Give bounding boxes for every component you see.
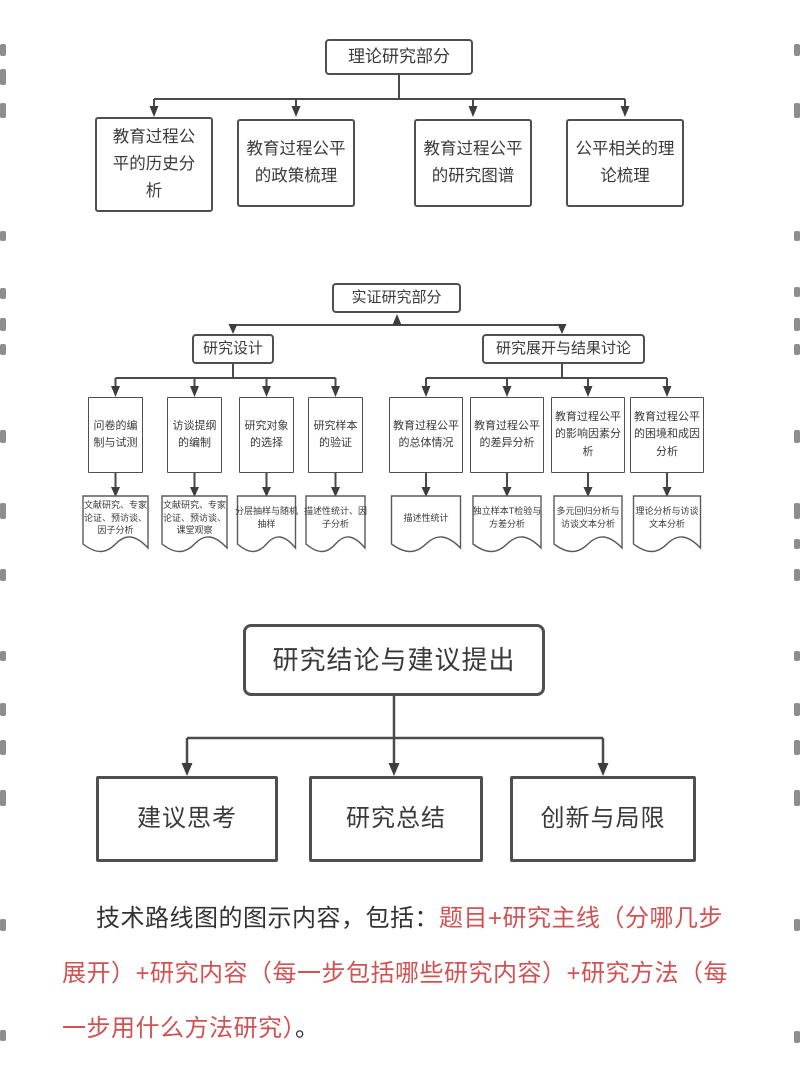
step-sample-validation-node: 研究样本 的验证	[308, 397, 363, 473]
edge-artifact-mark	[794, 1031, 800, 1043]
method-doc-label-1: 文献研究、专家 论证、预访谈、 因子分析	[83, 500, 147, 536]
method-doc-label-2: 文献研究、专家 论证、预访谈、 课堂观察	[162, 500, 226, 536]
edge-artifact-mark	[794, 919, 800, 931]
edge-artifact-mark	[0, 318, 6, 331]
edge-artifact-mark	[794, 344, 800, 355]
edge-artifact-mark	[0, 740, 6, 755]
caption-line-3: 一步用什么方法研究）。	[62, 1008, 320, 1043]
theory-child-history-node: 教育过程公 平的历史分 析	[95, 117, 213, 212]
edge-artifact-mark	[794, 103, 800, 118]
step-difference-analysis-node: 教育过程公平 的差异分析	[470, 397, 544, 473]
step-interview-outline-node: 访谈提纲 的编制	[167, 397, 222, 473]
step-overall-situation-node: 教育过程公平 的总体情况	[389, 397, 463, 473]
theory-root-node: 理论研究部分	[325, 39, 473, 75]
edge-artifact-mark	[0, 69, 6, 85]
caption-black-prefix: 技术路线图的图示内容，包括：	[96, 905, 439, 932]
method-doc-label-6: 独立样本T检验与 方差分析	[472, 506, 542, 529]
edge-artifact-mark	[794, 740, 800, 755]
conclusion-connectors	[185, 696, 605, 764]
method-doc-label-3: 分层抽样与随机 抽样	[234, 506, 298, 529]
branch-results-discussion-node: 研究展开与结果讨论	[482, 334, 645, 364]
conclusion-innovation-node: 创新与局限	[510, 776, 696, 862]
edge-artifact-mark	[0, 430, 6, 443]
edge-artifact-mark	[0, 703, 6, 716]
edge-artifact-mark	[794, 539, 800, 549]
edge-artifact-mark	[0, 44, 6, 56]
edge-artifact-mark	[0, 651, 6, 661]
branch-research-design-node: 研究设计	[192, 334, 274, 364]
caption-line-2: 展开）+研究内容（每一步包括哪些研究内容）+研究方法（每	[62, 953, 728, 988]
method-doc-label-8: 理论分析与访谈 文本分析	[635, 506, 699, 529]
edge-artifact-mark	[0, 1030, 6, 1041]
caption-red-part-3: 一步用什么方法研究）	[62, 1015, 295, 1042]
edge-artifact-mark	[0, 288, 6, 299]
caption-red-part-1: 题目+研究主线（分哪几步	[439, 905, 724, 932]
edge-artifact-mark	[0, 231, 6, 241]
edge-artifact-mark	[794, 651, 800, 661]
theory-child-map-node: 教育过程公平 的研究图谱	[414, 119, 532, 207]
method-doc-label-7: 多元回归分析与 访谈文本分析	[556, 506, 620, 529]
step-subject-selection-node: 研究对象 的选择	[239, 397, 294, 473]
edge-artifact-mark	[794, 44, 800, 56]
edge-artifact-mark	[0, 503, 6, 519]
document-shape-icons	[82, 495, 702, 553]
edge-artifact-mark	[0, 344, 6, 355]
conclusion-suggestions-node: 建议思考	[96, 776, 278, 862]
step-influencing-factors-node: 教育过程公平 的影响因素分 析	[551, 397, 625, 473]
edge-artifact-mark	[794, 318, 800, 331]
step-dilemma-causes-node: 教育过程公平 的困境和成因 分析	[630, 397, 704, 473]
empirical-root-node: 实证研究部分	[332, 283, 461, 313]
edge-artifact-mark	[794, 790, 800, 806]
edge-artifact-mark	[794, 703, 800, 716]
caption-period: 。	[295, 1015, 320, 1042]
edge-artifact-mark	[794, 503, 800, 519]
conclusion-summary-node: 研究总结	[309, 776, 483, 862]
caption-line-1: 技术路线图的图示内容，包括：题目+研究主线（分哪几步	[96, 898, 723, 933]
edge-artifact-mark	[794, 287, 800, 297]
theory-connectors	[153, 75, 626, 107]
edge-artifact-mark	[0, 919, 6, 931]
conclusion-root-node: 研究结论与建议提出	[243, 624, 545, 696]
edge-artifact-mark	[794, 569, 800, 581]
edge-artifact-mark	[0, 790, 6, 806]
edge-artifact-mark	[794, 231, 800, 241]
step-questionnaire-node: 问卷的编 制与试测	[88, 397, 143, 473]
edge-artifact-mark	[794, 430, 800, 443]
arrowhead-icons	[111, 106, 672, 776]
caption-red-part-2: 展开）+研究内容（每一步包括哪些研究内容）+研究方法（每	[62, 960, 729, 987]
method-doc-label-5: 描述性统计	[403, 512, 449, 523]
theory-child-theory-node: 公平相关的理 论梳理	[566, 119, 684, 207]
edge-artifact-mark	[0, 103, 6, 118]
method-doc-label-4: 描述性统计、因 子分析	[303, 506, 367, 529]
theory-child-policy-node: 教育过程公平 的政策梳理	[237, 119, 355, 207]
edge-artifact-mark	[0, 569, 6, 581]
